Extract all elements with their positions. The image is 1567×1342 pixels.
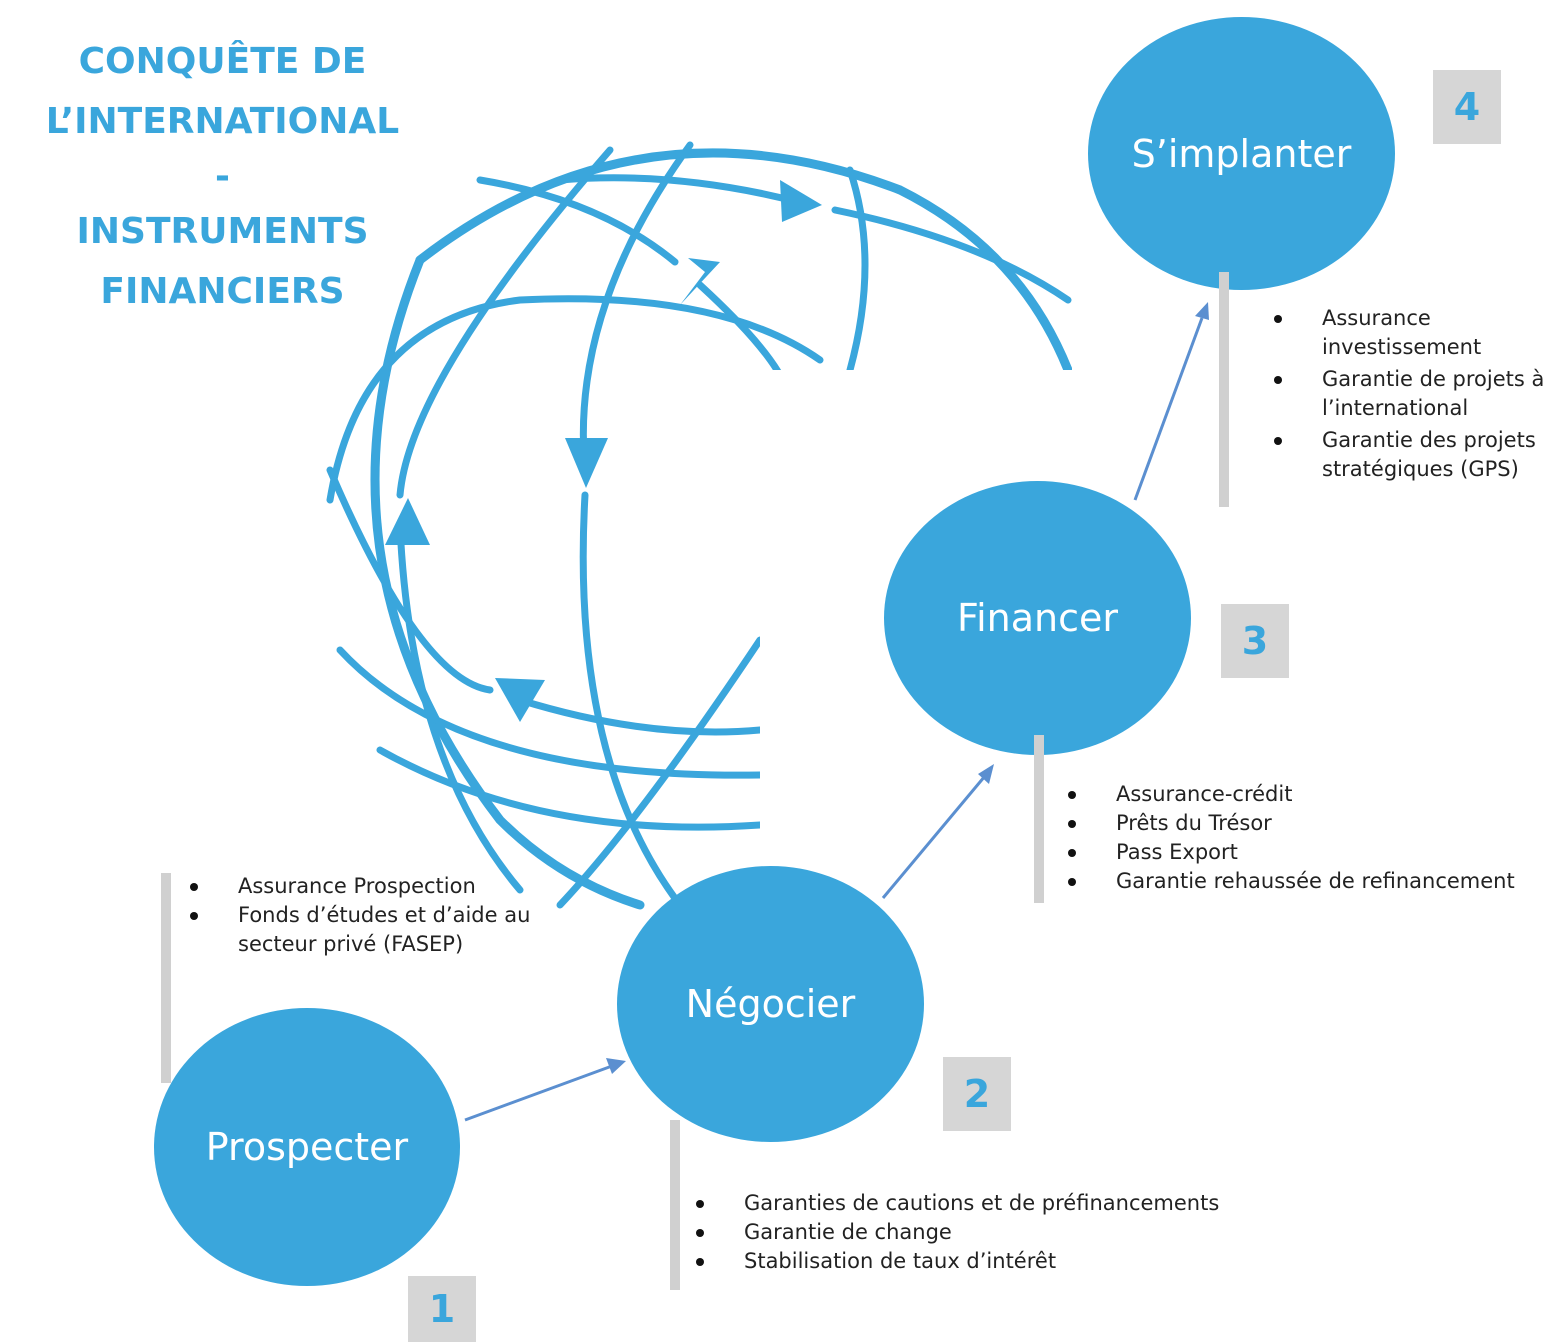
arrowhead-3-4-icon (1195, 302, 1209, 320)
globe-arc-lower-right (556, 636, 764, 909)
arrow-left-down-icon (495, 678, 545, 722)
globe-arrowheads (385, 180, 822, 722)
globe-meridian-left-upper (396, 146, 614, 499)
step-2-list: Garanties de cautions et de préfinanceme… (686, 1189, 1306, 1276)
globe-latitude-lower (336, 646, 764, 779)
step-4-label: S’implanter (1131, 131, 1352, 176)
step-2-circle: Négocier (617, 866, 924, 1142)
step-3-bar (1034, 735, 1044, 903)
step-1-number: 1 (408, 1276, 476, 1342)
step-3-item: Assurance-crédit (1058, 780, 1563, 809)
step-1-label: Prospecter (205, 1125, 409, 1169)
step-2-item: Garanties de cautions et de préfinanceme… (686, 1189, 1306, 1218)
globe-latitude-middle-left (326, 466, 494, 694)
step-3-item: Garantie rehaussée de refinancement (1058, 867, 1563, 896)
title-line-3: INSTRUMENTS (76, 211, 369, 252)
title-separator: - (215, 156, 230, 197)
connector-arrowheads (606, 302, 1209, 1074)
title-line-2: L’INTERNATIONAL (45, 101, 400, 142)
step-1-item: Fonds d’études et d’aide au secteur priv… (180, 901, 580, 959)
step-1-list: Assurance Prospection Fonds d’études et … (180, 872, 580, 959)
step-3-list: Assurance-crédit Prêts du Trésor Pass Ex… (1058, 780, 1563, 896)
arrow-down-icon (565, 438, 608, 488)
globe-outline-top (415, 148, 1072, 375)
globe-meridian-center-upper (579, 141, 694, 474)
step-4-circle: S’implanter (1088, 17, 1395, 290)
title-line-1: CONQUÊTE DE (78, 41, 367, 82)
step-1-bar (161, 873, 171, 1083)
step-3-item: Pass Export (1058, 838, 1563, 867)
connector-1-2 (464, 1064, 613, 1122)
step-3-number: 3 (1221, 604, 1289, 678)
arrowhead-1-2-icon (606, 1058, 626, 1074)
globe-arc-upper (476, 176, 679, 266)
title-line-4: FINANCIERS (100, 271, 345, 312)
globe-outline-left (370, 255, 645, 910)
step-2-number: 2 (943, 1057, 1011, 1131)
step-4-item: Assurance investissement (1264, 304, 1564, 362)
step-1-item: Assurance Prospection (180, 872, 580, 901)
step-2-item: Stabilisation de taux d’intérêt (686, 1247, 1306, 1276)
globe-arc-top-right (831, 206, 1072, 304)
arrow-up-icon (385, 498, 430, 545)
step-4-number: 4 (1433, 70, 1501, 144)
step-1-circle: Prospecter (154, 1008, 460, 1286)
globe-latitude-middle-right (516, 696, 764, 736)
step-4-list: Assurance investissement Garantie de pro… (1264, 304, 1564, 484)
step-3-item: Prêts du Trésor (1058, 809, 1563, 838)
step-3-circle: Financer (884, 481, 1191, 755)
step-2-item: Garantie de change (686, 1218, 1306, 1247)
connector-3-4 (1133, 317, 1204, 501)
globe-arc-top (556, 174, 814, 209)
step-4-bar (1219, 272, 1229, 507)
globe-latitude-bottom (376, 746, 764, 831)
diagram-title: CONQUÊTE DE L’INTERNATIONAL - INSTRUMENT… (20, 32, 425, 322)
globe-meridian-left-lower (396, 521, 524, 894)
step-4-item: Garantie de projets à l’international (1264, 365, 1564, 423)
arrow-up-left-icon (680, 258, 720, 305)
step-2-label: Négocier (685, 982, 856, 1026)
globe-meridian-center-lower (579, 491, 684, 909)
connector-arrows (464, 317, 1204, 1122)
arrow-right-icon (780, 180, 822, 222)
globe-arc-upper-tail (696, 281, 784, 379)
globe-lines (326, 141, 1072, 910)
step-3-label: Financer (957, 596, 1118, 640)
globe-meridian-right (846, 166, 869, 374)
globe-latitude-upper (326, 295, 824, 504)
arrowhead-2-3-icon (978, 764, 994, 784)
step-4-item: Garantie des projets stratégiques (GPS) (1264, 426, 1564, 484)
step-2-bar (670, 1120, 680, 1290)
connector-2-3 (881, 775, 987, 899)
